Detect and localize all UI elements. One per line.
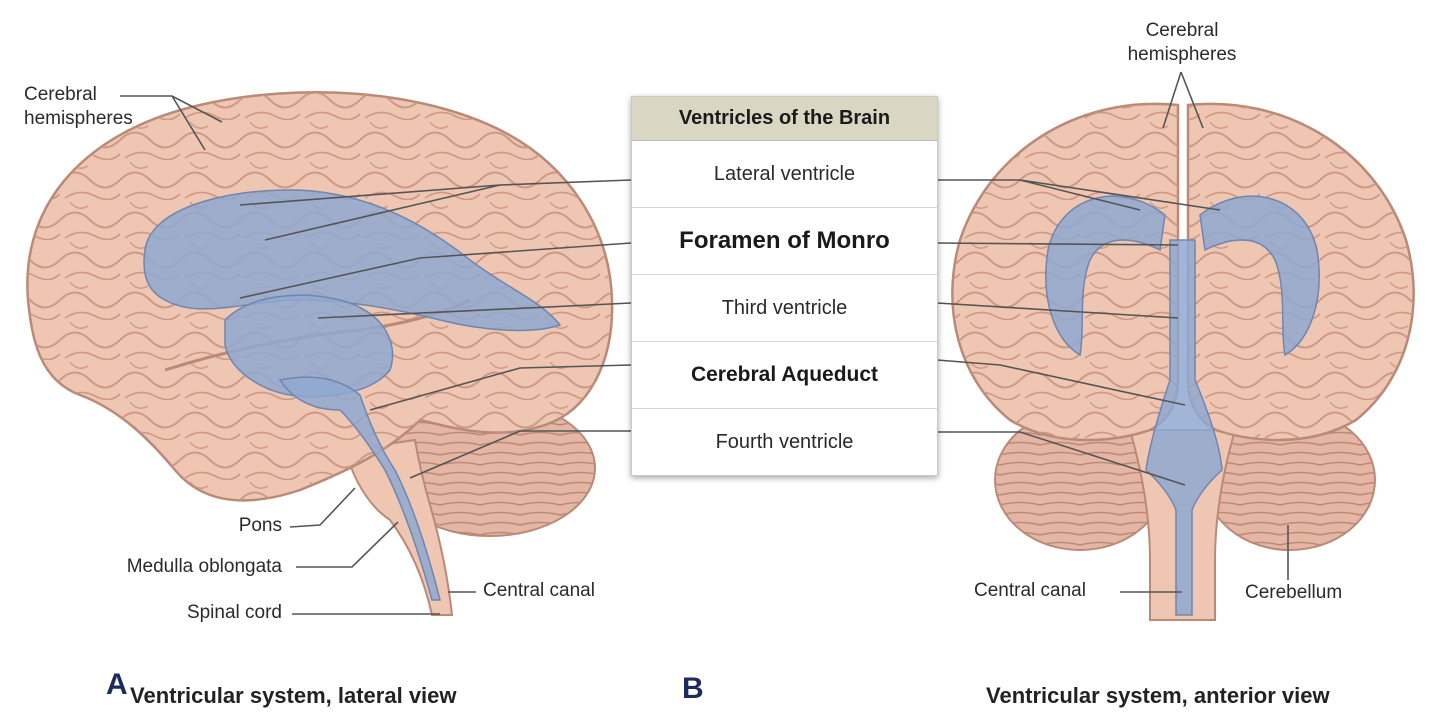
lateral-ventricles <box>143 189 562 601</box>
anterior-brain <box>951 102 1415 621</box>
label-hemispheres-anterior: hemispheres <box>1127 44 1237 65</box>
table-title: Ventricles of the Brain <box>632 97 937 141</box>
label-central-canal-lateral: Central canal <box>483 580 595 601</box>
label-medulla-oblongata: Medulla oblongata <box>126 556 282 577</box>
caption-anterior-view: Ventricular system, anterior view <box>986 683 1330 708</box>
lateral-brain <box>26 91 614 616</box>
label-pons: Pons <box>238 515 282 536</box>
label-cerebral-anterior: Cerebral <box>1145 20 1219 41</box>
row-foramen-of-monro: Foramen of Monro <box>632 208 937 275</box>
label-hemispheres-lateral: hemispheres <box>24 108 133 129</box>
label-spinal-cord: Spinal cord <box>186 602 282 623</box>
panel-letter-b: B <box>682 672 704 705</box>
row-cerebral-aqueduct: Cerebral Aqueduct <box>632 342 937 409</box>
label-cerebellum: Cerebellum <box>1245 582 1343 603</box>
label-cerebral-lateral: Cerebral <box>24 84 97 105</box>
anterior-ventricles <box>1045 195 1320 616</box>
row-third-ventricle: Third ventricle <box>632 275 937 342</box>
ventricles-table: Ventricles of the Brain Lateral ventricl… <box>631 96 938 476</box>
panel-letter-a: A <box>106 668 128 701</box>
leader-lines <box>120 71 1289 615</box>
row-lateral-ventricle: Lateral ventricle <box>632 141 937 208</box>
label-central-canal-anterior: Central canal <box>974 580 1086 601</box>
row-fourth-ventricle: Fourth ventricle <box>715 430 854 453</box>
caption-lateral-view: Ventricular system, lateral view <box>130 683 457 708</box>
